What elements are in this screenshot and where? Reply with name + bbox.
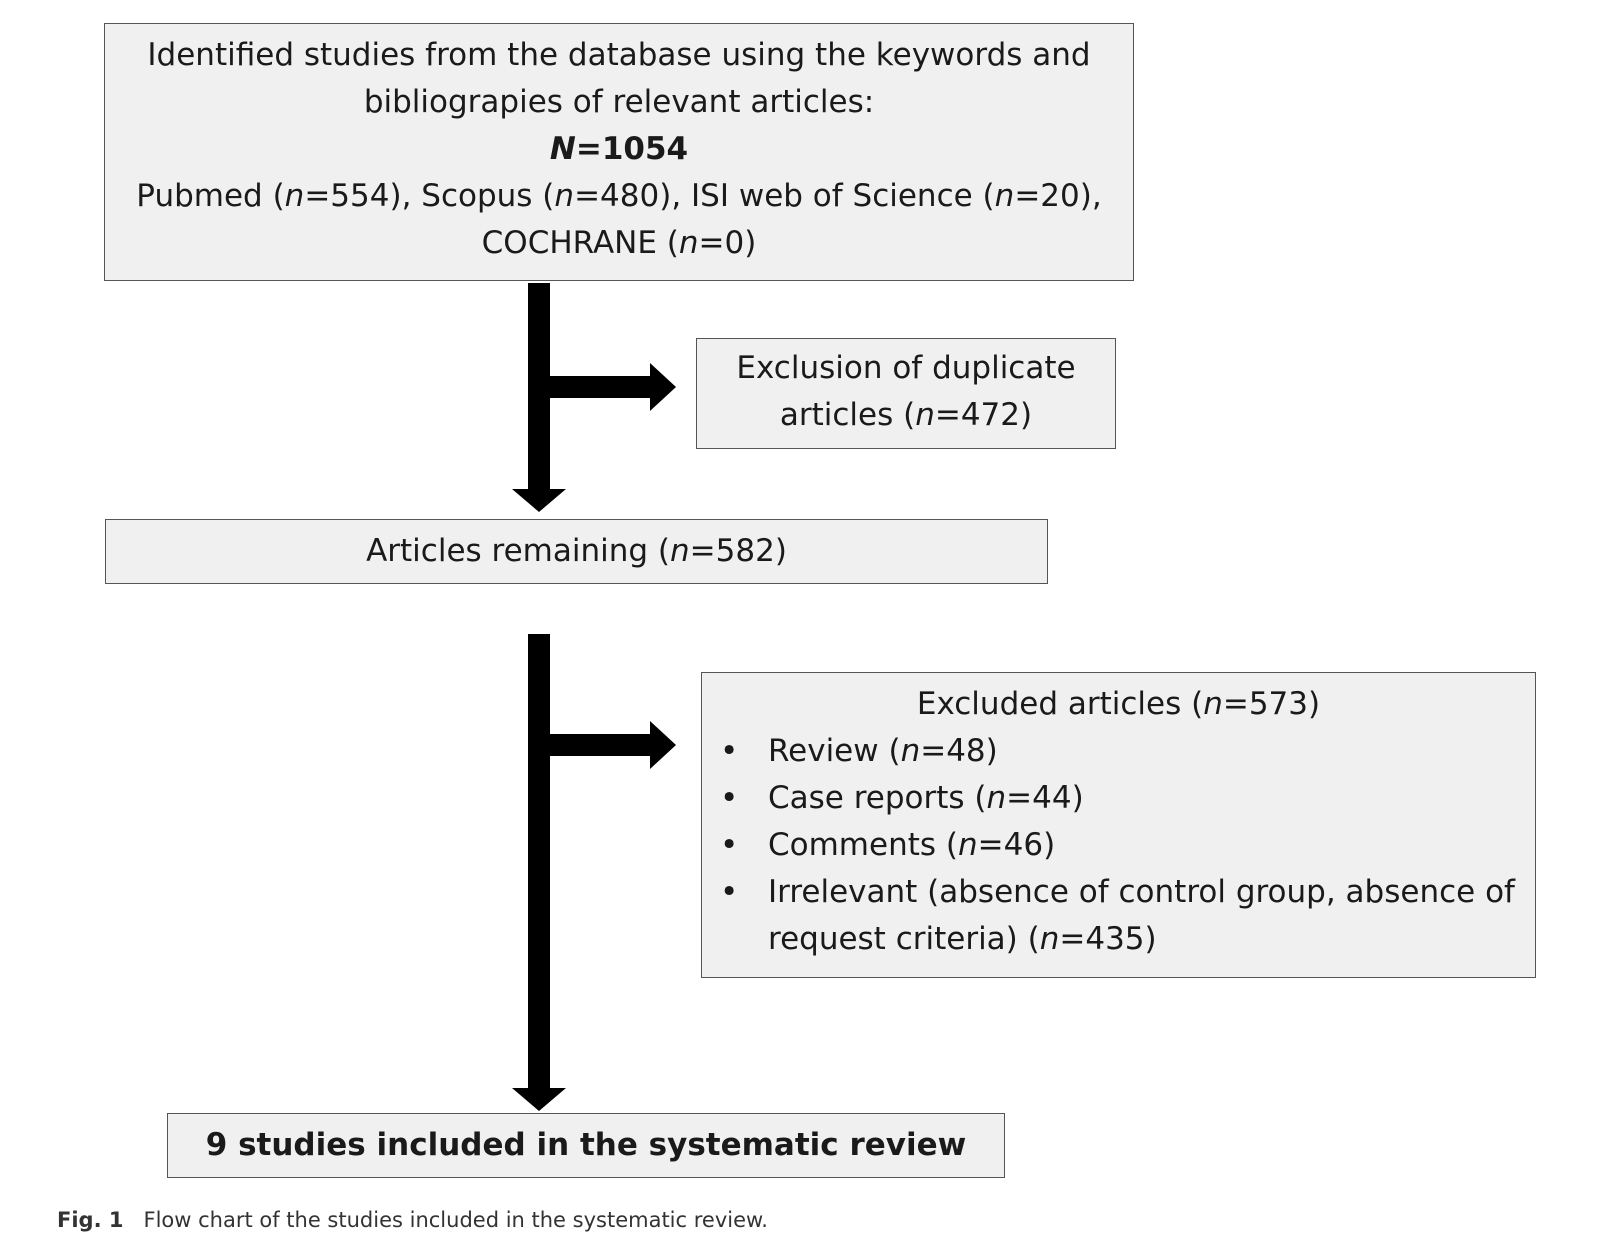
- isi-value: =20: [1014, 178, 1080, 214]
- excluded-title-value: =573: [1222, 686, 1308, 722]
- arrow-branch-duplicates-head: [650, 363, 676, 411]
- identified-cochrane-line: COCHRANE (n=0): [105, 220, 1133, 267]
- identified-line-2: bibliograpies of relevant articles:: [363, 84, 875, 120]
- item-label: Review (: [768, 733, 901, 769]
- n-var: n: [994, 178, 1015, 214]
- excluded-title-label: Excluded articles (: [916, 686, 1204, 722]
- item-label: Comments (: [768, 827, 958, 863]
- list-item: • Comments (n=46): [702, 822, 1535, 869]
- bullet: •: [720, 733, 739, 769]
- articles-remaining-box: Articles remaining (n=582): [105, 519, 1048, 584]
- remaining-label: Articles remaining (: [366, 533, 670, 569]
- remaining-value: =582: [689, 533, 775, 569]
- duplicates-value: =472: [934, 397, 1021, 433]
- duplicates-line-2: articles (n=472): [697, 392, 1115, 439]
- item-label: Irrelevant (absence of control group, ab…: [768, 874, 1515, 957]
- list-item: • Review (n=48): [702, 728, 1535, 775]
- bullet: •: [720, 780, 739, 816]
- identified-studies-box: Identified studies from the database usi…: [104, 23, 1134, 281]
- n-var: n: [900, 733, 921, 769]
- pubmed-label: Pubmed (: [136, 178, 285, 214]
- identified-line-1: Identified studies from the database usi…: [147, 37, 1091, 73]
- list-item: • Irrelevant (absence of control group, a…: [702, 869, 1535, 963]
- arrow-main-head-1: [512, 489, 566, 512]
- isi-close: ),: [1079, 178, 1102, 214]
- excluded-list: •Review (n=48) •Case reports (n=44) •Com…: [702, 728, 1535, 963]
- arrow-main-head-2: [512, 1088, 566, 1111]
- bullet: •: [720, 827, 739, 863]
- figure-caption: Fig. 1 Flow chart of the studies included…: [57, 1205, 1537, 1235]
- item-value: =48: [920, 733, 986, 769]
- identified-total: N=1054: [105, 126, 1133, 173]
- item-value: =435: [1059, 921, 1145, 957]
- excluded-title-close: ): [1308, 686, 1321, 722]
- n-var: n: [678, 225, 699, 261]
- pubmed-value: =554: [304, 178, 390, 214]
- item-value: =44: [1006, 780, 1072, 816]
- list-item: • Case reports (n=44): [702, 775, 1535, 822]
- total-value: =1054: [575, 131, 689, 167]
- item-label: Case reports (: [768, 780, 987, 816]
- duplicates-label: articles (: [779, 397, 916, 433]
- n-var: n: [957, 827, 978, 863]
- duplicates-line-1: Exclusion of duplicate: [736, 350, 1076, 386]
- arrow-branch-excluded-head: [650, 721, 676, 769]
- n-var: n: [670, 533, 690, 569]
- identified-sources-line: Pubmed (n=554), Scopus (n=480), ISI web …: [105, 173, 1133, 220]
- remaining-close: ): [774, 533, 787, 569]
- figure-label: Fig. 1: [57, 1208, 124, 1232]
- item-close: ): [1144, 921, 1157, 957]
- arrow-main-shaft-2: [528, 634, 550, 1088]
- cochrane-label: COCHRANE (: [481, 225, 679, 261]
- item-close: ): [1071, 780, 1084, 816]
- cochrane-value: =0: [698, 225, 745, 261]
- item-close: ): [985, 733, 998, 769]
- included-label: 9 studies included in the systematic rev…: [205, 1127, 967, 1163]
- isi-label: ), ISI web of Science (: [659, 178, 995, 214]
- excluded-title: Excluded articles (n=573): [702, 681, 1535, 728]
- duplicates-close: ): [1020, 397, 1033, 433]
- duplicates-exclusion-box: Exclusion of duplicate articles (n=472): [696, 338, 1116, 449]
- item-close: ): [1043, 827, 1056, 863]
- included-studies-box: 9 studies included in the systematic rev…: [167, 1113, 1005, 1178]
- remaining-line: Articles remaining (n=582): [106, 528, 1047, 575]
- n-var: n: [986, 780, 1007, 816]
- n-var: n: [1039, 921, 1060, 957]
- arrow-branch-duplicates: [550, 376, 650, 398]
- n-var: n: [554, 178, 575, 214]
- n-var: n: [915, 397, 935, 433]
- arrow-main-shaft-1: [528, 283, 550, 489]
- cochrane-close: ): [744, 225, 757, 261]
- caption-text: Flow chart of the studies included in th…: [143, 1208, 768, 1232]
- arrow-branch-excluded: [550, 734, 650, 756]
- item-value: =46: [977, 827, 1044, 863]
- bullet: •: [720, 874, 739, 910]
- n-var: n: [1203, 686, 1223, 722]
- scopus-label: ), Scopus (: [389, 178, 555, 214]
- total-var: N: [549, 131, 576, 167]
- n-var: n: [284, 178, 305, 214]
- excluded-articles-box: Excluded articles (n=573) •Review (n=48)…: [701, 672, 1536, 978]
- scopus-value: =480: [574, 178, 660, 214]
